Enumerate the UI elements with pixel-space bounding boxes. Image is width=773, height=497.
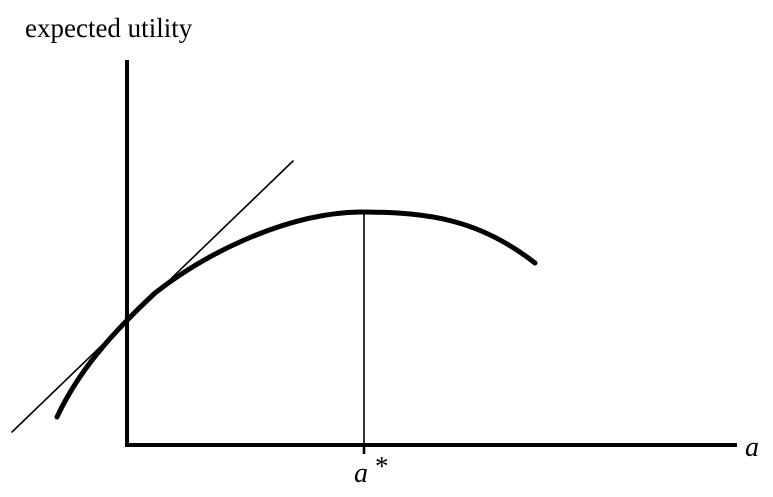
expected-utility-curve <box>54 209 538 420</box>
a-star-superscript: * <box>375 451 389 481</box>
y-axis-label: expected utility <box>25 13 193 43</box>
a-star-base: a <box>354 458 368 489</box>
x-axis-label: a <box>745 432 759 463</box>
a-star-label: a * <box>354 451 389 489</box>
